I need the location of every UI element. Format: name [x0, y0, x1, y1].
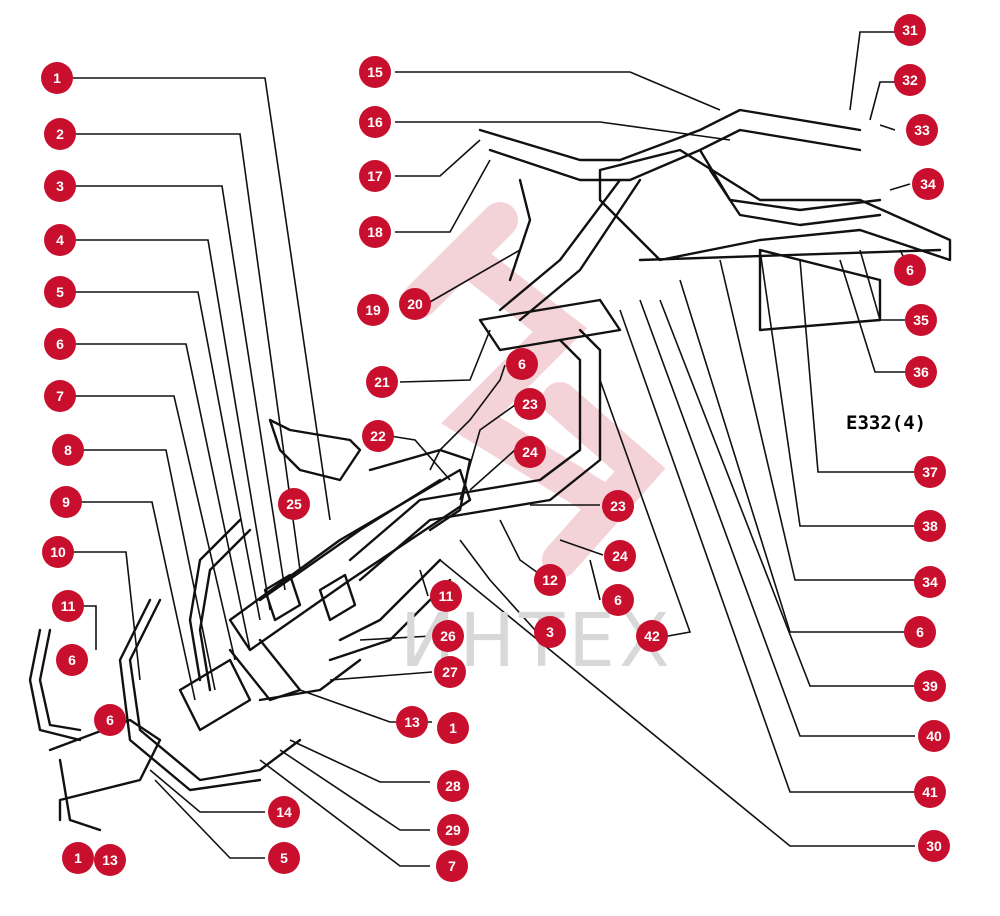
callout-1-center: 1	[437, 712, 469, 744]
callout-23-lower: 23	[602, 490, 634, 522]
callout-16: 16	[359, 106, 391, 138]
callout-22: 22	[362, 420, 394, 452]
callout-41: 41	[914, 776, 946, 808]
callout-19: 19	[357, 294, 389, 326]
callout-6-far-right: 6	[904, 616, 936, 648]
callout-34-lower: 34	[914, 566, 946, 598]
callout-14: 14	[268, 796, 300, 828]
callout-38: 38	[914, 510, 946, 542]
callout-6-center: 6	[506, 348, 538, 380]
callout-13-bottom: 13	[94, 844, 126, 876]
callout-37: 37	[914, 456, 946, 488]
callout-12: 12	[534, 564, 566, 596]
callout-34-upper: 34	[912, 168, 944, 200]
callout-28: 28	[437, 770, 469, 802]
callout-42: 42	[636, 620, 668, 652]
callout-1-bottom: 1	[62, 842, 94, 874]
callout-5-bottom: 5	[268, 842, 300, 874]
callout-7-bottom: 7	[436, 850, 468, 882]
callout-11-left: 11	[52, 590, 84, 622]
callout-6-left: 6	[56, 644, 88, 676]
callout-2: 2	[44, 118, 76, 150]
callout-20: 20	[399, 288, 431, 320]
callout-6-right: 6	[894, 254, 926, 286]
drawing-code-label: E332(4)	[846, 412, 927, 434]
callout-17: 17	[359, 160, 391, 192]
callout-13-center: 13	[396, 706, 428, 738]
callout-31: 31	[894, 14, 926, 46]
callout-11-center: 11	[430, 580, 462, 612]
callout-3-center: 3	[534, 616, 566, 648]
callout-5: 5	[44, 276, 76, 308]
callout-7: 7	[44, 380, 76, 412]
callout-9: 9	[50, 486, 82, 518]
callout-24-lower: 24	[604, 540, 636, 572]
callout-6-lower-center: 6	[602, 584, 634, 616]
callout-26: 26	[432, 620, 464, 652]
callout-6-lower-left: 6	[94, 704, 126, 736]
callout-30: 30	[918, 830, 950, 862]
callout-6: 6	[44, 328, 76, 360]
callout-10: 10	[42, 536, 74, 568]
callout-18: 18	[359, 216, 391, 248]
callout-33: 33	[906, 114, 938, 146]
callout-25: 25	[278, 488, 310, 520]
callout-32: 32	[894, 64, 926, 96]
callout-21: 21	[366, 366, 398, 398]
callout-27: 27	[434, 656, 466, 688]
callout-3: 3	[44, 170, 76, 202]
callout-8: 8	[52, 434, 84, 466]
callout-39: 39	[914, 670, 946, 702]
callout-40: 40	[918, 720, 950, 752]
callout-23-upper: 23	[514, 388, 546, 420]
callout-15: 15	[359, 56, 391, 88]
callout-35: 35	[905, 304, 937, 336]
callout-36: 36	[905, 356, 937, 388]
callout-4: 4	[44, 224, 76, 256]
callout-29: 29	[437, 814, 469, 846]
callout-1: 1	[41, 62, 73, 94]
callout-24-upper: 24	[514, 436, 546, 468]
